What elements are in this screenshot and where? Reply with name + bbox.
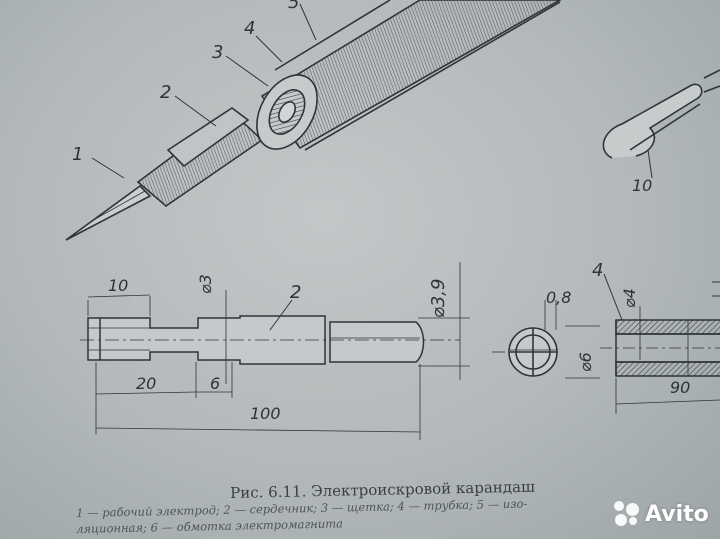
dimension-90: 90	[670, 378, 691, 397]
tube-section-view	[600, 273, 720, 414]
part-label-3: 3	[212, 42, 224, 63]
part-label-1: 1	[72, 144, 84, 165]
part-label-4: 4	[244, 18, 256, 39]
part-label-10: 10	[632, 176, 653, 195]
dimension-10: 10	[108, 276, 129, 295]
part-label-5: 5	[288, 0, 300, 13]
dimension-6: 6	[210, 374, 221, 393]
part-label-2: 2	[160, 82, 172, 103]
dimension-0-8: 0,8	[546, 288, 572, 307]
avito-dots-logo-icon	[614, 501, 640, 527]
dimension-20: 20	[136, 374, 157, 393]
dimension-100: 100	[250, 404, 281, 423]
brush-cross-section	[492, 300, 600, 379]
core-orthographic-view	[80, 262, 470, 440]
part-label-core-2: 2	[290, 282, 302, 303]
part-label-tube-4: 4	[592, 260, 604, 281]
dimension-phi4: ⌀4	[620, 288, 639, 308]
pencil-assembly-view	[65, 0, 720, 241]
avito-watermark: Avito	[614, 500, 709, 528]
avito-brand-text: Avito	[645, 501, 709, 527]
dimension-phi6: ⌀6	[576, 352, 595, 372]
dimension-phi3: ⌀3	[196, 274, 215, 294]
dimension-phi3-9: ⌀3,9	[428, 278, 449, 318]
